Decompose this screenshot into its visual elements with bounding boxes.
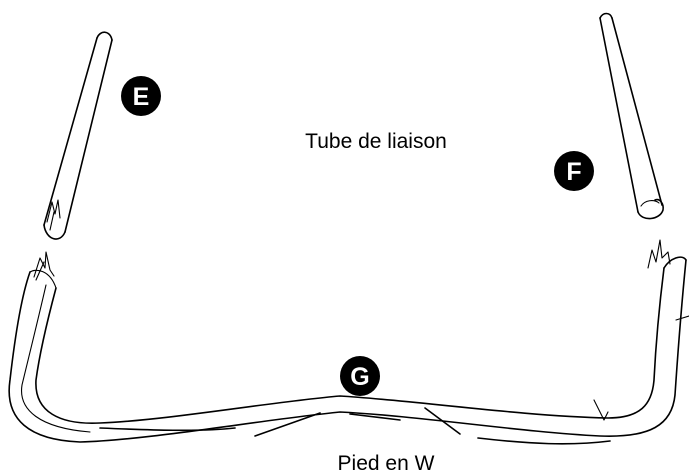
badge-f: F	[554, 151, 594, 191]
foot-label: Pied en W	[338, 452, 435, 473]
left-connecting-tube	[43, 31, 113, 240]
tube-label: Tube de liaison	[305, 130, 447, 153]
badge-g: G	[340, 356, 380, 396]
badge-g-letter: G	[350, 363, 369, 391]
badge-e: E	[121, 76, 161, 116]
w-foot-frame	[8, 239, 689, 445]
badge-f-letter: F	[566, 158, 581, 186]
badge-e-letter: E	[133, 83, 150, 111]
right-connecting-tube	[599, 12, 664, 220]
